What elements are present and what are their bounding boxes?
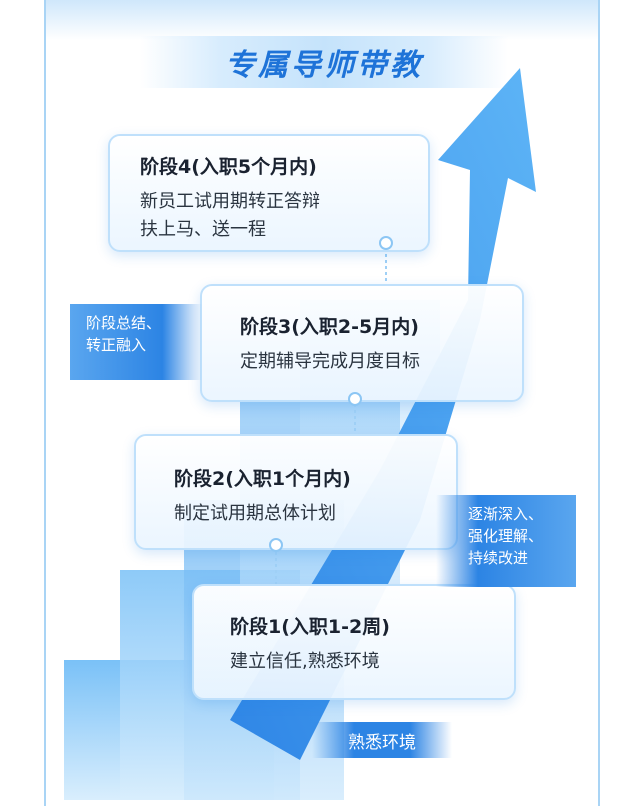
stage-1-card: 阶段1(入职1-2周) 建立信任,熟悉环境	[192, 584, 516, 700]
side-tag-right-line-3: 持续改进	[468, 549, 529, 567]
stage-3-connector-dot	[348, 392, 362, 406]
stage-2-card: 阶段2(入职1个月内) 制定试用期总体计划	[134, 434, 458, 550]
side-tag-left-line-1: 阶段总结、	[86, 314, 162, 332]
stage-4-connector-dot	[379, 236, 393, 250]
stage-connectors	[275, 248, 387, 586]
top-gradient-band	[46, 0, 598, 40]
stage-4-desc-line-1: 新员工试用期转正答辩	[140, 191, 320, 212]
stage-4-desc-line-2: 扶上马、送一程	[140, 219, 266, 240]
left-frame-line	[44, 0, 46, 806]
side-tag-right-line-2: 强化理解、	[468, 527, 544, 545]
side-tag-right: 逐渐深入、 强化理解、 持续改进	[436, 495, 576, 587]
side-tag-right-line-1: 逐渐深入、	[468, 505, 544, 523]
stage-4-title: 阶段4(入职5个月内)	[140, 156, 317, 178]
stage-2-title: 阶段2(入职1个月内)	[174, 468, 351, 490]
stage-2-desc-line-1: 制定试用期总体计划	[174, 503, 336, 524]
stage-1-desc-line-1: 建立信任,熟悉环境	[230, 651, 380, 672]
stage-3-title: 阶段3(入职2-5月内)	[240, 316, 419, 338]
stage-2-connector-dot	[269, 538, 283, 552]
stage-1-title: 阶段1(入职1-2周)	[230, 616, 390, 638]
title-banner: 专属导师带教	[140, 36, 508, 88]
right-frame-line	[598, 0, 600, 806]
stage-3-desc-line-1: 定期辅导完成月度目标	[240, 351, 420, 372]
bottom-tag: 熟悉环境	[312, 722, 452, 758]
stage-4-card: 阶段4(入职5个月内) 新员工试用期转正答辩 扶上马、送一程	[108, 134, 430, 252]
side-tag-left: 阶段总结、 转正融入	[70, 304, 202, 380]
side-tag-left-line-2: 转正融入	[86, 336, 147, 354]
page-title: 专属导师带教	[225, 48, 423, 83]
stage-3-card: 阶段3(入职2-5月内) 定期辅导完成月度目标	[200, 284, 524, 402]
